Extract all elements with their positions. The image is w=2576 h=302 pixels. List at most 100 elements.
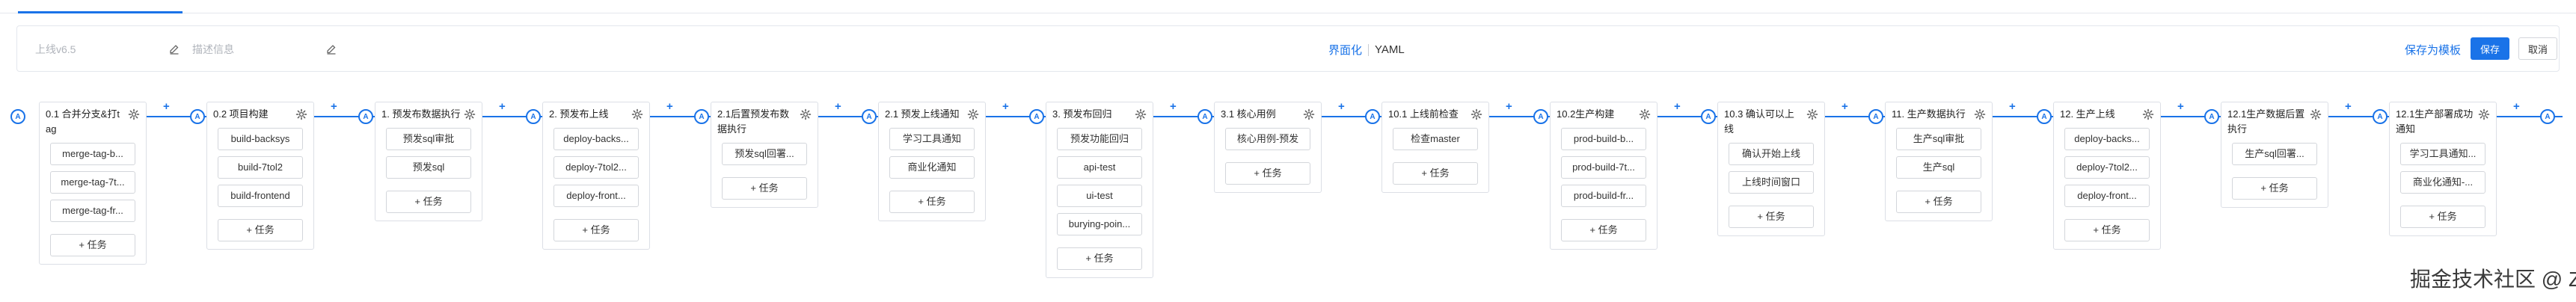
add-job-button[interactable]: + 任务 bbox=[2232, 177, 2317, 200]
add-job-button[interactable]: + 任务 bbox=[386, 191, 471, 213]
edit-icon[interactable] bbox=[325, 43, 337, 55]
save-button[interactable]: 保存 bbox=[2471, 37, 2509, 60]
job-button[interactable]: deploy-front... bbox=[2064, 185, 2150, 207]
gear-icon[interactable] bbox=[1639, 108, 1651, 120]
add-stage-plus[interactable]: + bbox=[835, 100, 841, 113]
add-stage-plus[interactable]: + bbox=[666, 100, 673, 113]
job-button[interactable]: deploy-7tol2... bbox=[2064, 156, 2150, 179]
connector-line bbox=[147, 116, 212, 117]
gear-icon[interactable] bbox=[1806, 108, 1818, 120]
add-job-button[interactable]: + 任务 bbox=[1561, 219, 1646, 241]
job-button[interactable]: burying-poin... bbox=[1057, 213, 1142, 235]
add-job-button[interactable]: + 任务 bbox=[50, 234, 135, 256]
gear-icon[interactable] bbox=[1974, 108, 1986, 120]
job-button[interactable]: 预发sql bbox=[386, 156, 471, 179]
job-button[interactable]: 预发sql回署... bbox=[722, 143, 807, 165]
connector-line bbox=[986, 116, 1052, 117]
job-button[interactable]: 生产sql审批 bbox=[1896, 128, 1981, 150]
add-job-button[interactable]: + 任务 bbox=[1896, 191, 1981, 213]
add-stage-plus[interactable]: + bbox=[2345, 100, 2352, 113]
job-button[interactable]: deploy-backs... bbox=[553, 128, 639, 150]
add-stage-plus[interactable]: + bbox=[1002, 100, 1009, 113]
connector-line bbox=[2161, 116, 2227, 117]
connector-node: A bbox=[190, 109, 205, 124]
add-job-button[interactable]: + 任务 bbox=[553, 219, 639, 241]
stage-title: 2.1 预发上线通知 bbox=[885, 107, 979, 122]
add-stage-plus[interactable]: + bbox=[1674, 100, 1681, 113]
gear-icon[interactable] bbox=[2310, 108, 2322, 120]
job-button[interactable]: 商业化通知-... bbox=[2400, 171, 2485, 194]
job-button[interactable]: 检查master bbox=[1393, 128, 1478, 150]
job-button[interactable]: deploy-7tol2... bbox=[553, 156, 639, 179]
job-button[interactable]: 核心用例-预发 bbox=[1225, 128, 1310, 150]
job-button[interactable]: 生产sql bbox=[1896, 156, 1981, 179]
add-job-button[interactable]: + 任务 bbox=[2064, 219, 2150, 241]
job-button[interactable]: 预发sql审批 bbox=[386, 128, 471, 150]
gear-icon[interactable] bbox=[1135, 108, 1147, 120]
gear-icon[interactable] bbox=[464, 108, 476, 120]
add-stage-plus[interactable]: + bbox=[1338, 100, 1345, 113]
job-button[interactable]: prod-build-fr... bbox=[1561, 185, 1646, 207]
stage-title: 0.2 项目构建 bbox=[213, 107, 307, 122]
gear-icon[interactable] bbox=[800, 108, 812, 120]
add-job-button[interactable]: + 任务 bbox=[1225, 162, 1310, 185]
edit-icon[interactable] bbox=[168, 43, 180, 55]
mode-yaml-tab[interactable]: YAML bbox=[1375, 43, 1405, 56]
stage-card: 2.1后置预发布数据执行预发sql回署...+ 任务 bbox=[711, 102, 818, 208]
job-button[interactable]: build-frontend bbox=[218, 185, 303, 207]
add-stage-plus[interactable]: + bbox=[1841, 100, 1848, 113]
add-stage-plus[interactable]: + bbox=[2009, 100, 2016, 113]
add-stage-plus[interactable]: + bbox=[499, 100, 506, 113]
add-stage-plus[interactable]: + bbox=[2513, 100, 2520, 113]
gear-icon[interactable] bbox=[1303, 108, 1315, 120]
gear-icon[interactable] bbox=[295, 108, 307, 120]
add-job-button[interactable]: + 任务 bbox=[2400, 206, 2485, 228]
job-button[interactable]: build-7tol2 bbox=[218, 156, 303, 179]
gear-icon[interactable] bbox=[1471, 108, 1482, 120]
add-stage-plus[interactable]: + bbox=[1170, 100, 1177, 113]
job-button[interactable]: api-test bbox=[1057, 156, 1142, 179]
job-button[interactable]: 学习工具通知... bbox=[2400, 143, 2485, 165]
add-job-button[interactable]: + 任务 bbox=[1729, 206, 1814, 228]
add-job-button[interactable]: + 任务 bbox=[722, 177, 807, 200]
job-button[interactable]: prod-build-7t... bbox=[1561, 156, 1646, 179]
cancel-button[interactable]: 取消 bbox=[2518, 37, 2557, 60]
connector-line bbox=[650, 116, 717, 117]
job-button[interactable]: merge-tag-7t... bbox=[50, 171, 135, 194]
add-job-button[interactable]: + 任务 bbox=[1393, 162, 1478, 185]
gear-icon[interactable] bbox=[631, 108, 643, 120]
add-job-button[interactable]: + 任务 bbox=[1057, 247, 1142, 270]
gear-icon[interactable] bbox=[2142, 108, 2154, 120]
job-button[interactable]: 预发功能回归 bbox=[1057, 128, 1142, 150]
job-button[interactable]: merge-tag-b... bbox=[50, 143, 135, 165]
add-stage-plus[interactable]: + bbox=[163, 100, 170, 113]
connector-line bbox=[1322, 116, 1387, 117]
add-stage-plus[interactable]: + bbox=[1506, 100, 1512, 113]
workflow-desc-input[interactable] bbox=[192, 43, 319, 55]
job-button[interactable]: build-backsys bbox=[218, 128, 303, 150]
job-button[interactable]: deploy-backs... bbox=[2064, 128, 2150, 150]
mode-gui-tab[interactable]: 界面化 bbox=[1328, 44, 1363, 57]
stage-card: 10.3 确认可以上线确认开始上线上线时间窗口 + 任务 bbox=[1717, 102, 1825, 236]
gear-icon[interactable] bbox=[128, 108, 140, 120]
save-as-template-link[interactable]: 保存为模板 bbox=[2405, 44, 2462, 57]
job-button[interactable]: deploy-front... bbox=[553, 185, 639, 207]
add-job-button[interactable]: + 任务 bbox=[218, 219, 303, 241]
job-button[interactable]: 商业化通知 bbox=[889, 156, 975, 179]
add-job-button[interactable]: + 任务 bbox=[889, 191, 975, 213]
add-stage-plus[interactable]: + bbox=[331, 100, 337, 113]
job-button[interactable]: merge-tag-fr... bbox=[50, 200, 135, 222]
job-button[interactable]: ui-test bbox=[1057, 185, 1142, 207]
job-button[interactable]: prod-build-b... bbox=[1561, 128, 1646, 150]
stage-title: 10.3 确认可以上线 bbox=[1724, 107, 1818, 137]
gear-icon[interactable] bbox=[2478, 108, 2490, 120]
job-button[interactable]: 学习工具通知 bbox=[889, 128, 975, 150]
job-button[interactable]: 上线时间窗口 bbox=[1729, 171, 1814, 194]
gear-icon[interactable] bbox=[967, 108, 979, 120]
job-button[interactable]: 确认开始上线 bbox=[1729, 143, 1814, 165]
stage-title: 10.1 上线前检查 bbox=[1388, 107, 1482, 122]
job-button[interactable]: 生产sql回署... bbox=[2232, 143, 2317, 165]
add-stage-plus[interactable]: + bbox=[2177, 100, 2184, 113]
workflow-name-input[interactable] bbox=[35, 43, 162, 55]
